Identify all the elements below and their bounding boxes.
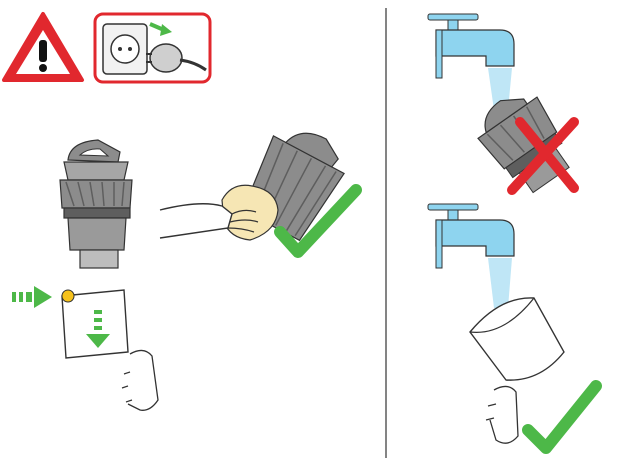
bin-under-tap-icon <box>470 298 564 443</box>
check-mark-icon <box>528 386 596 448</box>
warning-triangle-icon <box>4 14 82 80</box>
water-stream <box>488 258 512 308</box>
bin-open-arrow-icon <box>62 290 158 410</box>
unplug-from-socket-icon <box>95 14 210 82</box>
cyclone-unit-icon <box>60 140 132 268</box>
release-arrow-icon <box>12 286 52 308</box>
